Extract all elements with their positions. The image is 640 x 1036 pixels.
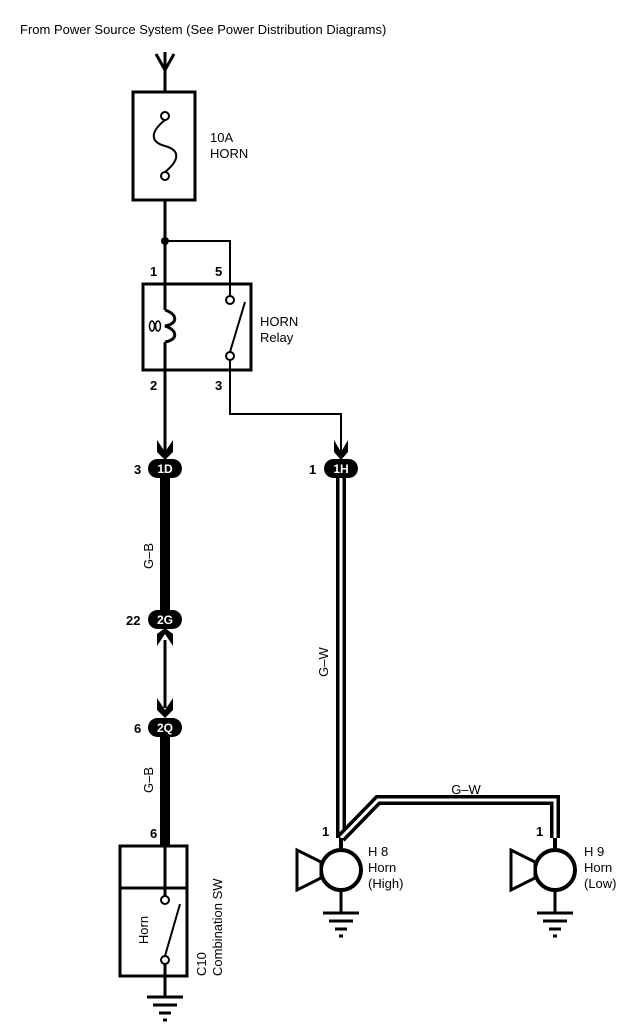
power-source-label: From Power Source System (See Power Dist… <box>20 22 386 37</box>
power-input-arrow <box>154 52 176 92</box>
wire-gw-vertical-label: G–W <box>316 646 331 676</box>
connector-2g: 2G 22 <box>126 610 182 629</box>
fuse-name: HORN <box>210 146 248 161</box>
connector-2q-arrow <box>157 698 173 718</box>
connector-2g-arrow <box>157 628 173 646</box>
ground-symbol-horn-high <box>323 911 359 938</box>
horn-low: 1 H 9 Horn (Low) <box>509 824 617 912</box>
horn-low-pin: 1 <box>536 824 543 839</box>
connector-2g-pin: 22 <box>126 613 140 628</box>
combination-switch-code: C10 <box>194 952 209 976</box>
horn-high-code: H 8 <box>368 844 388 859</box>
connector-1h-arrow <box>334 440 348 460</box>
svg-text:1H: 1H <box>333 462 348 476</box>
relay-pin-1: 1 <box>150 264 157 279</box>
ground-symbol-switch <box>147 995 183 1022</box>
ground-symbol-horn-low <box>537 911 573 938</box>
combination-switch-pin: 6 <box>150 826 157 841</box>
horn-low-name: Horn <box>584 860 612 875</box>
horn-high: 1 H 8 Horn (High) <box>295 824 403 912</box>
combination-switch-horn-label: Horn <box>136 916 151 944</box>
wire-gw-horizontal-label: G–W <box>451 782 481 797</box>
connector-2q-pin: 6 <box>134 721 141 736</box>
horn-fuse: 10A HORN <box>131 90 248 202</box>
combination-switch-name: Combination SW <box>210 878 225 976</box>
wire-gb-upper-label: G–B <box>141 543 156 569</box>
relay-name-line2: Relay <box>260 330 294 345</box>
fuse-rating: 10A <box>210 130 233 145</box>
svg-text:2G: 2G <box>157 613 173 627</box>
combination-switch: 6 Horn C10 Combination SW <box>118 826 225 996</box>
horn-high-variant: (High) <box>368 876 403 891</box>
horn-low-code: H 9 <box>584 844 604 859</box>
horn-high-pin: 1 <box>322 824 329 839</box>
svg-text:2Q: 2Q <box>157 721 173 735</box>
horn-relay: 1 5 2 3 HORN Relay <box>141 264 298 393</box>
relay-name-line1: HORN <box>260 314 298 329</box>
connector-1h: 1H 1 <box>309 459 358 478</box>
connector-2q: 2Q 6 <box>134 718 182 737</box>
connector-1d-pin: 3 <box>134 462 141 477</box>
connector-1h-pin: 1 <box>309 462 316 477</box>
horn-high-name: Horn <box>368 860 396 875</box>
connector-1d-arrow <box>157 440 173 460</box>
wire-gb-lower-label: G–B <box>141 767 156 793</box>
connector-1d: 1D 3 <box>134 459 182 478</box>
relay-pin-3: 3 <box>215 378 222 393</box>
svg-text:1D: 1D <box>157 462 173 476</box>
relay-pin-2: 2 <box>150 378 157 393</box>
horn-low-variant: (Low) <box>584 876 617 891</box>
relay-pin-5: 5 <box>215 264 222 279</box>
